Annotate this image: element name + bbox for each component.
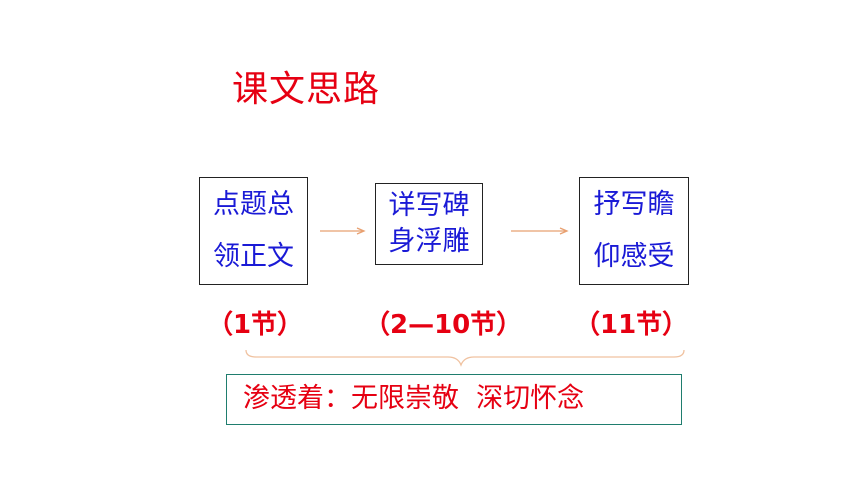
arrow-1 [320, 227, 366, 235]
step-box-relief: 详写碑 身浮雕 [375, 183, 483, 265]
step-box-text: 抒写瞻 [593, 189, 675, 220]
step-box-text: 详写碑 [388, 190, 470, 221]
step-box-text: 领正文 [213, 241, 294, 272]
section-label-3: （11节） [574, 310, 689, 340]
slide-title: 课文思路 [232, 69, 381, 110]
step-box-text: 仰感受 [593, 241, 675, 272]
step-box-intro: 点题总 领正文 [199, 177, 308, 285]
section-label-2: （2—10节） [364, 310, 523, 340]
curly-brace [245, 349, 685, 367]
step-box-text: 点题总 [213, 189, 294, 220]
section-label-1: （1节） [207, 310, 304, 340]
summary-box: 渗透着：无限崇敬 深切怀念 [226, 374, 682, 425]
arrow-2 [511, 227, 569, 235]
step-box-text: 身浮雕 [388, 226, 470, 257]
step-box-feeling: 抒写瞻 仰感受 [579, 177, 689, 285]
